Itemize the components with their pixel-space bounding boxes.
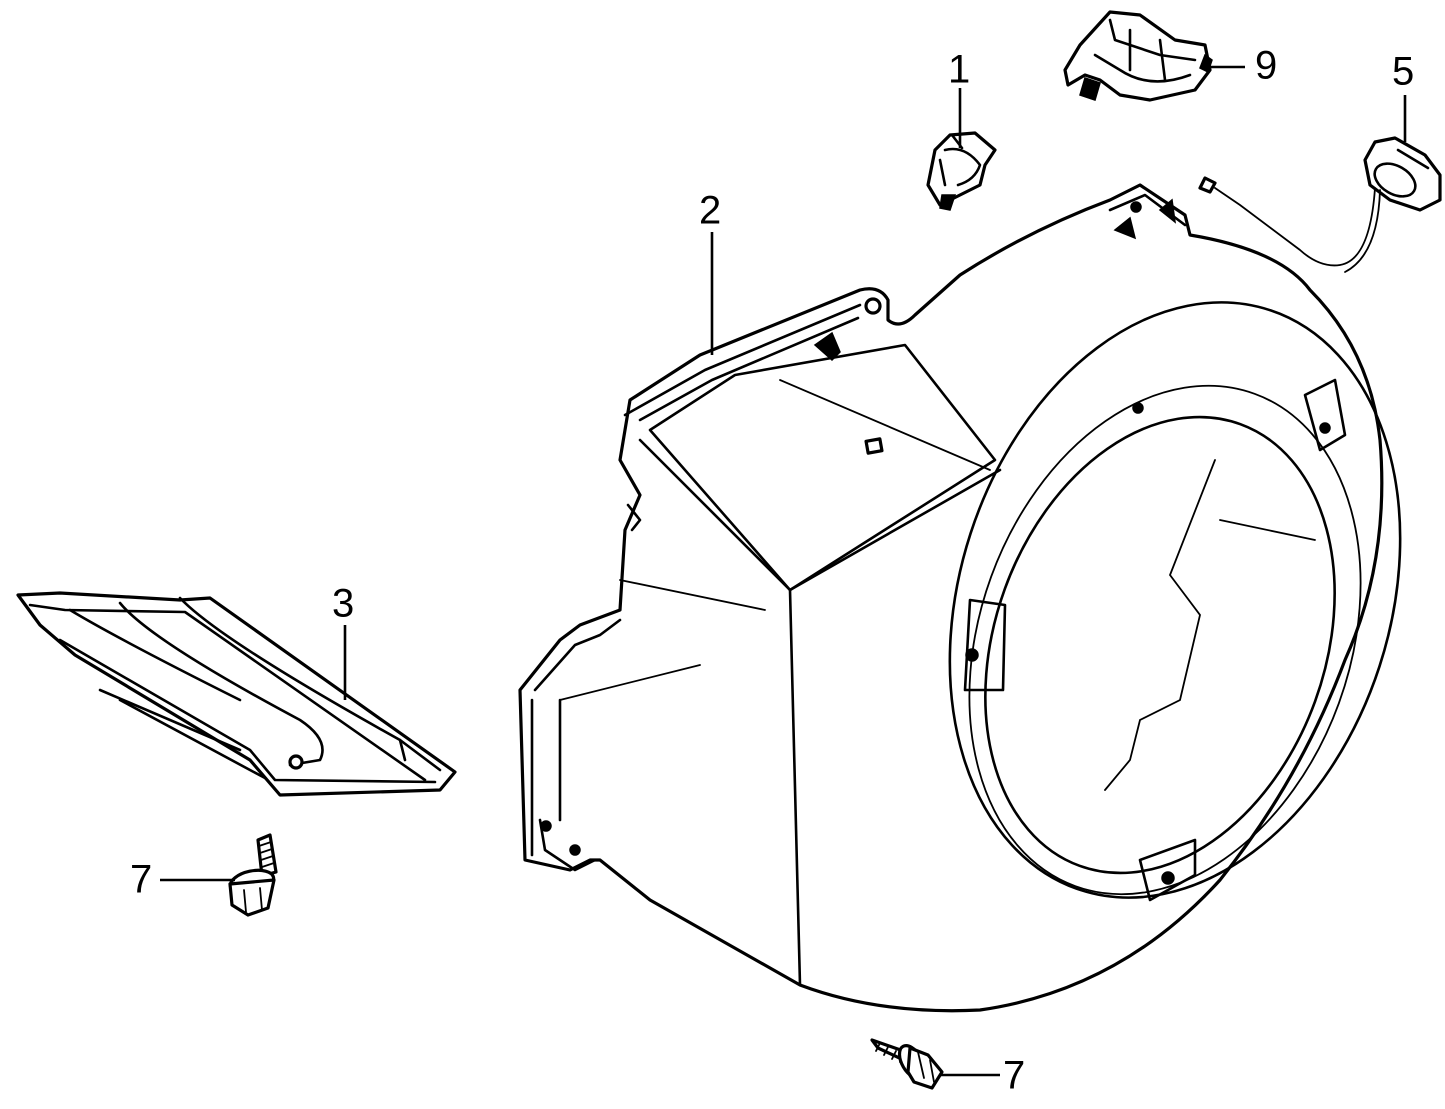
air-guide-plate[interactable] <box>16 591 457 797</box>
callout-9: 9 <box>1255 44 1277 88</box>
cable-clamp[interactable] <box>1063 10 1213 102</box>
callout-5: 5 <box>1392 50 1414 94</box>
flange-bolt-left[interactable] <box>228 833 278 917</box>
callout-7-left: 7 <box>130 858 152 902</box>
grommet-with-wire[interactable] <box>1198 136 1442 273</box>
callout-1: 1 <box>948 48 970 92</box>
callout-2: 2 <box>699 189 721 233</box>
fan-cover-shroud[interactable] <box>518 183 1445 1013</box>
clip[interactable] <box>926 131 997 211</box>
callout-7-bottom: 7 <box>1003 1054 1025 1098</box>
callout-3: 3 <box>332 582 354 626</box>
flange-bolt-bottom[interactable] <box>870 1038 944 1090</box>
